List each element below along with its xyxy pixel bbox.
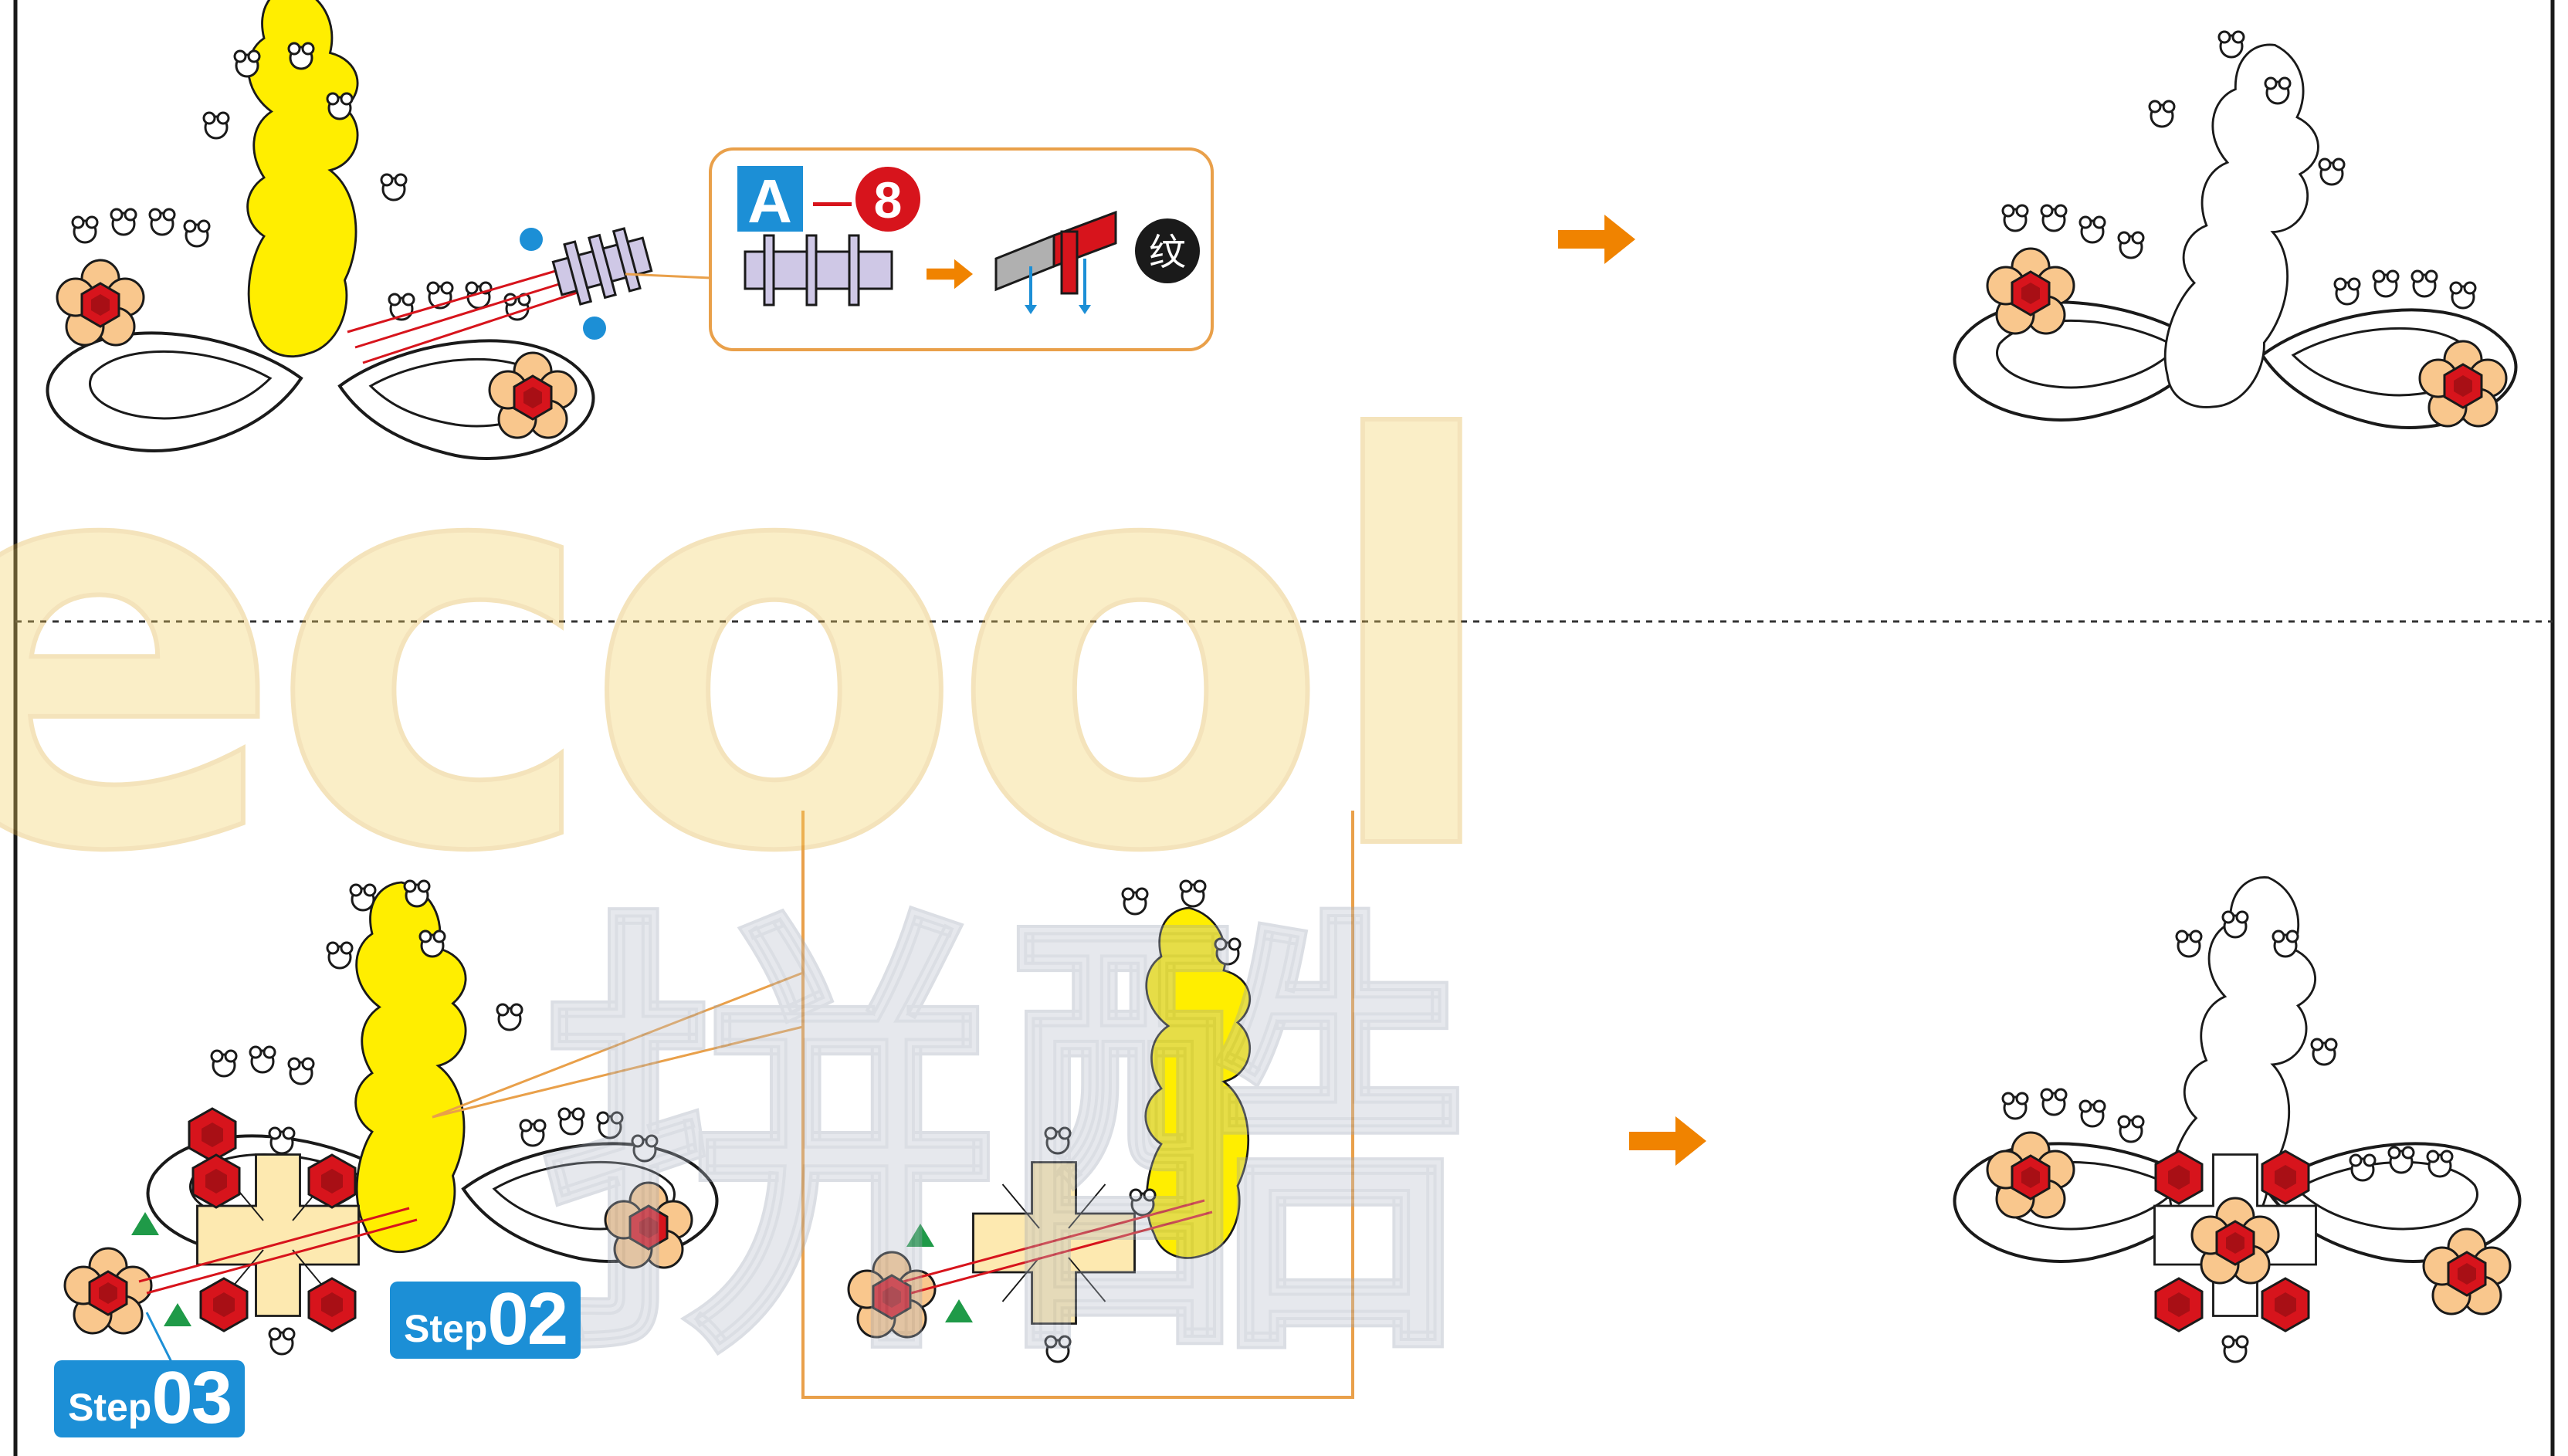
texture-glyph: 纹 (1149, 231, 1186, 274)
triangle-marker-icon (164, 1303, 191, 1326)
step03-badge: Step 03 (54, 1360, 245, 1437)
step02-badge: Step 02 (390, 1282, 581, 1359)
bottom-result (1955, 869, 2520, 1362)
arrow-right-icon (1629, 1116, 1706, 1166)
step02-word: Step (404, 1309, 487, 1353)
part-callout: A — 8 纹 (625, 149, 1212, 350)
step03-number: 03 (151, 1365, 231, 1431)
arrow-right-icon (1558, 215, 1635, 264)
top-result (1955, 32, 2516, 428)
step03-word: Step (68, 1388, 151, 1431)
part-number: 8 (874, 171, 903, 229)
part-dash: — (813, 180, 852, 223)
part-letter: A (747, 167, 792, 235)
watermark-chinese: 拼酷 (540, 875, 1467, 1414)
dot-marker-icon (520, 228, 543, 251)
step02-number: 02 (487, 1286, 567, 1353)
